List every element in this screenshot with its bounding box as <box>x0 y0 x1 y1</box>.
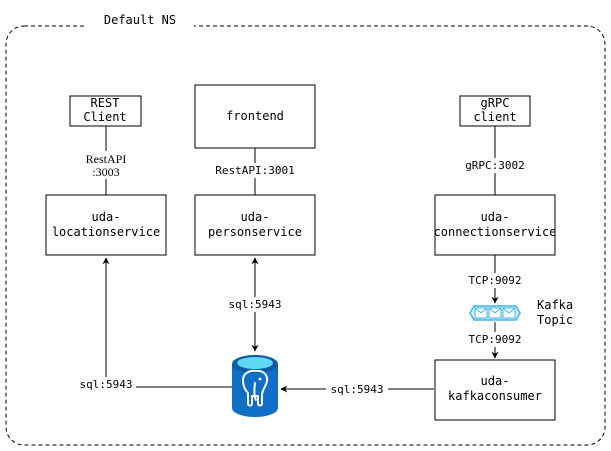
node-frontend-label: frontend <box>226 109 284 123</box>
node-rest-client-line1: REST <box>91 96 120 110</box>
edge-label-frontend-to-person: RestAPI:3001 <box>215 164 294 177</box>
node-person-service-line2: personservice <box>208 225 302 239</box>
postgresql-elephant-icon[interactable] <box>232 355 278 417</box>
edge-label-person-to-db: sql:5943 <box>229 298 282 311</box>
node-location-service-line1: uda- <box>92 210 121 224</box>
namespace-boundary <box>5 25 606 446</box>
node-kafka-consumer-line2: kafkaconsumer <box>448 389 542 403</box>
edge-label-connection-to-kafka: TCP:9092 <box>469 274 522 287</box>
kafka-topic-label-line2: Topic <box>537 313 573 327</box>
node-grpc-client-line1: gRPC <box>481 96 510 110</box>
node-grpc-client-line2: client <box>473 110 516 124</box>
node-rest-client-line2: Client <box>83 110 126 124</box>
kafka-topic-label-line1: Kafka <box>537 298 573 312</box>
node-frontend[interactable]: frontend <box>194 84 316 149</box>
node-connection-service[interactable]: uda- connectionservice <box>434 194 557 256</box>
edge-label-consumer-to-db: sql:5943 <box>331 383 384 396</box>
kafka-topic-icon[interactable] <box>469 305 521 321</box>
node-rest-client[interactable]: REST Client <box>69 95 142 127</box>
node-grpc-client[interactable]: gRPC client <box>459 95 531 127</box>
edge-location-to-db <box>102 257 232 388</box>
edge-label-rest-to-location-line1: RestAPI <box>86 152 127 166</box>
node-connection-service-line2: connectionservice <box>434 225 557 239</box>
node-person-service-line1: uda- <box>241 210 270 224</box>
node-kafka-consumer-line1: uda- <box>481 374 510 388</box>
namespace-label: Default NS <box>104 13 176 27</box>
node-location-service-line2: locationservice <box>52 225 160 239</box>
edge-label-grpc-to-connection: gRPC:3002 <box>465 159 525 172</box>
node-kafka-consumer[interactable]: uda- kafkaconsumer <box>434 359 556 421</box>
edge-label-kafka-to-consumer: TCP:9092 <box>469 333 522 346</box>
node-location-service[interactable]: uda- locationservice <box>45 194 167 256</box>
edge-label-location-to-db: sql:5943 <box>80 378 133 391</box>
edge-label-rest-to-location-line2: :3003 <box>92 165 119 179</box>
node-person-service[interactable]: uda- personservice <box>194 194 316 256</box>
node-connection-service-line1: uda- <box>481 210 510 224</box>
